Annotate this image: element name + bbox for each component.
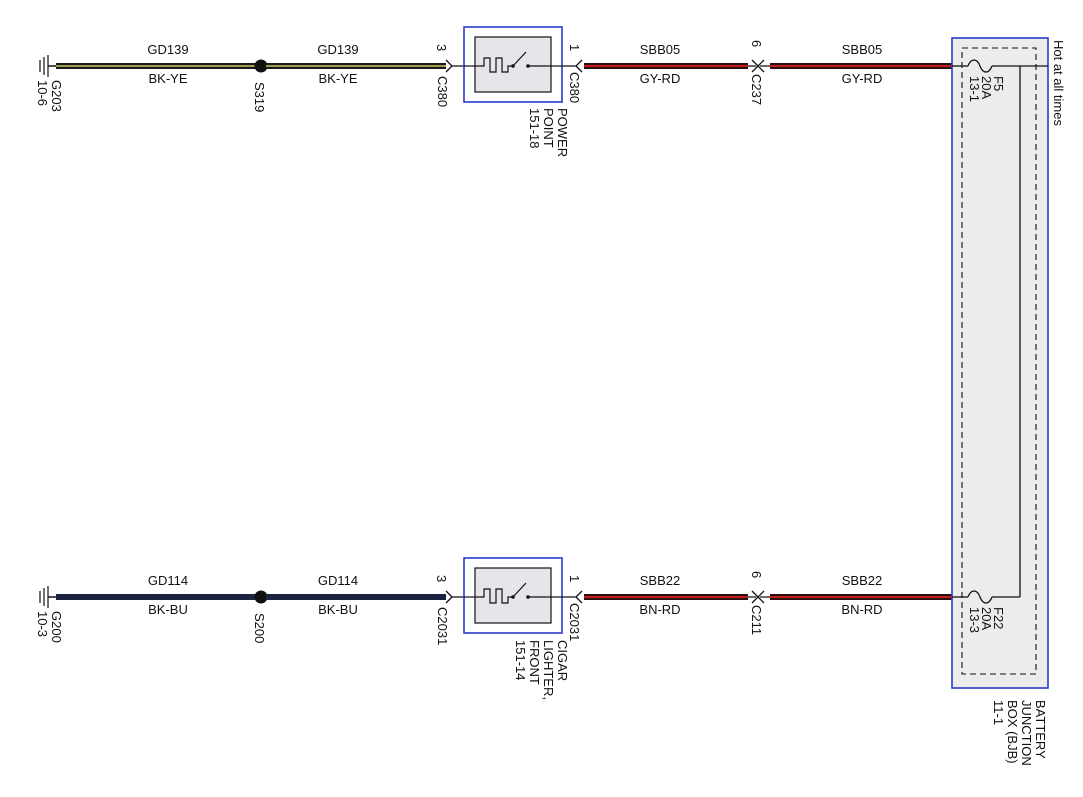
wire-label-sbb05-left: SBB05 xyxy=(640,42,680,57)
connector-label-c211: C211 xyxy=(749,605,764,635)
connector-c2031-right-arrow xyxy=(562,590,583,604)
splice-s319 xyxy=(254,59,268,73)
device-label-line2: LIGHTER, xyxy=(541,640,556,700)
fuse-label-f5: F5 xyxy=(991,76,1006,91)
bjb-label-line4: 11-1 xyxy=(991,700,1006,725)
bottom-circuit: G200 10-3 GD114 BK-BU S200 GD114 BK-BU 3… xyxy=(35,557,952,700)
splice-label-s200: S200 xyxy=(252,613,267,643)
top-circuit: G203 10-6 GD139 BK-YE S319 GD139 BK-YE 3… xyxy=(35,26,952,157)
device-power-point[interactable] xyxy=(463,26,563,103)
wire-color-bk-bu-left: BK-BU xyxy=(148,602,188,617)
switch-icon xyxy=(512,582,527,598)
heating-element-icon xyxy=(480,57,513,73)
bjb-label-line2: JUNCTION xyxy=(1019,700,1034,766)
wire-label-gd114-right: GD114 xyxy=(318,573,358,588)
pin-1-top: 1 xyxy=(567,44,582,51)
fuse-rating-f5: 20A xyxy=(979,76,994,99)
pin-6-top: 6 xyxy=(749,40,764,47)
fuse-icon-f22 xyxy=(952,590,1020,604)
fuse-rating-f22: 20A xyxy=(979,607,994,630)
ground-label-g203: G203 xyxy=(49,80,64,112)
wire-color-bn-rd-left: BN-RD xyxy=(639,602,680,617)
fuse-ref-f5: 13-1 xyxy=(967,76,982,102)
pin-3-bottom: 3 xyxy=(434,575,449,582)
ground-ref-g203: 10-6 xyxy=(35,80,50,106)
bjb-label-line1: BATTERY xyxy=(1033,700,1048,759)
wire-label-gd114-left: GD114 xyxy=(148,573,188,588)
pin-1-bottom: 1 xyxy=(567,575,582,582)
device-label-line2: POINT xyxy=(541,108,556,148)
ground-symbol-g203 xyxy=(39,55,56,77)
wire-label-sbb22-right: SBB22 xyxy=(842,573,882,588)
fuse-label-f22: F22 xyxy=(991,607,1006,629)
connector-c380-left-arrow xyxy=(445,59,464,73)
pin-6-bottom: 6 xyxy=(749,571,764,578)
wire-color-bk-bu-right: BK-BU xyxy=(318,602,358,617)
wire-color-gy-rd-right: GY-RD xyxy=(842,71,883,86)
wire-label-gd139-left: GD139 xyxy=(147,42,188,57)
connector-label-c2031-left: C2031 xyxy=(435,607,450,645)
splice-s200 xyxy=(254,590,268,604)
device-label-line1: CIGAR xyxy=(555,640,570,681)
switch-icon xyxy=(512,51,527,67)
splice-label-s319: S319 xyxy=(252,82,267,112)
connector-c380-right-arrow xyxy=(562,59,583,73)
fuse-ref-f22: 13-3 xyxy=(967,607,982,633)
hot-at-all-times-label: Hot at all times xyxy=(1051,40,1066,126)
wire-color-bn-rd-right: BN-RD xyxy=(841,602,882,617)
wire-label-sbb05-right: SBB05 xyxy=(842,42,882,57)
wire-color-gy-rd-left: GY-RD xyxy=(640,71,681,86)
fuse-icon-f5 xyxy=(952,59,1020,73)
connector-label-c2031-right: C2031 xyxy=(567,603,582,641)
ground-symbol-g200 xyxy=(39,586,56,608)
device-label-line1: POWER xyxy=(555,108,570,157)
wire-color-bk-ye-right: BK-YE xyxy=(318,71,357,86)
heating-element-icon xyxy=(480,588,513,604)
connector-label-c380-left: C380 xyxy=(435,76,450,107)
connector-label-c237: C237 xyxy=(749,74,764,105)
device-label-line3: 151-18 xyxy=(527,108,542,148)
device-label-line3: FRONT xyxy=(527,640,542,685)
device-label-line4: 151-14 xyxy=(513,640,528,680)
connector-label-c380-right: C380 xyxy=(567,72,582,103)
device-cigar-lighter[interactable] xyxy=(463,557,563,634)
connector-c2031-left-arrow xyxy=(445,590,464,604)
ground-label-g200: G200 xyxy=(49,611,64,643)
ground-ref-g200: 10-3 xyxy=(35,611,50,637)
bjb-label-line3: BOX (BJB) xyxy=(1005,700,1020,764)
inline-connector-c211 xyxy=(748,590,770,604)
battery-junction-box[interactable]: F5 20A 13-1 F22 20A 13-3 xyxy=(951,37,1049,689)
wire-label-sbb22-left: SBB22 xyxy=(640,573,680,588)
wire-color-bk-ye-left: BK-YE xyxy=(148,71,187,86)
pin-3-top: 3 xyxy=(434,44,449,51)
inline-connector-c237 xyxy=(748,59,770,73)
wire-label-gd139-right: GD139 xyxy=(317,42,358,57)
